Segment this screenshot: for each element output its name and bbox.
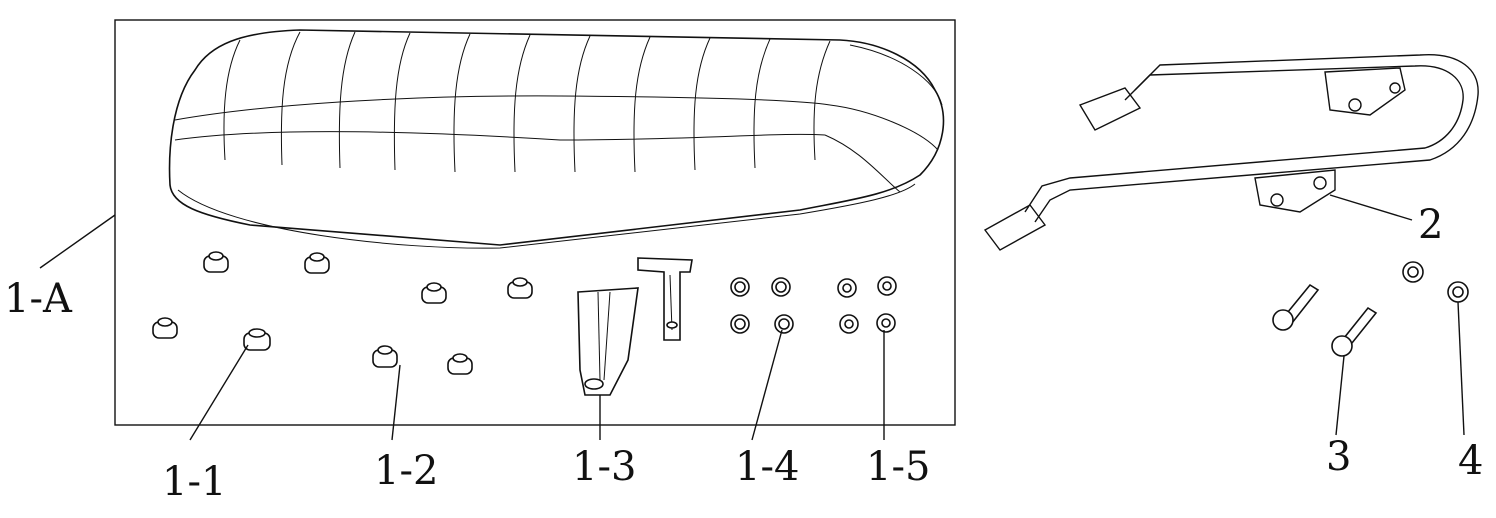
assembly-frame (114, 19, 956, 426)
label-1-1: 1-1 (162, 459, 226, 505)
nuts (837, 276, 897, 334)
label-4: 4 (1458, 438, 1483, 484)
label-2: 2 (1418, 202, 1443, 248)
washers (730, 277, 794, 334)
damper (372, 345, 398, 368)
rubber-bushings (152, 251, 330, 351)
damper (447, 353, 473, 375)
seat-brackets (577, 257, 693, 396)
leader-lines (39, 194, 1465, 441)
damper (421, 282, 447, 304)
label-1-3: 1-3 (572, 444, 636, 490)
label-1-a: 1-A (4, 276, 73, 322)
label-3: 3 (1326, 434, 1351, 480)
bolts (1272, 283, 1378, 357)
bushing (304, 252, 330, 274)
dampers (372, 277, 533, 375)
rail-nuts (1402, 261, 1469, 303)
label-1-4: 1-4 (735, 444, 799, 490)
damper (507, 277, 533, 299)
label-1-5: 1-5 (866, 444, 930, 490)
grab-rail (983, 54, 1479, 251)
bushing (152, 317, 178, 339)
label-1-2: 1-2 (374, 448, 438, 494)
bushing (243, 328, 271, 351)
bushing (203, 251, 229, 273)
seat-cushion (168, 29, 945, 249)
